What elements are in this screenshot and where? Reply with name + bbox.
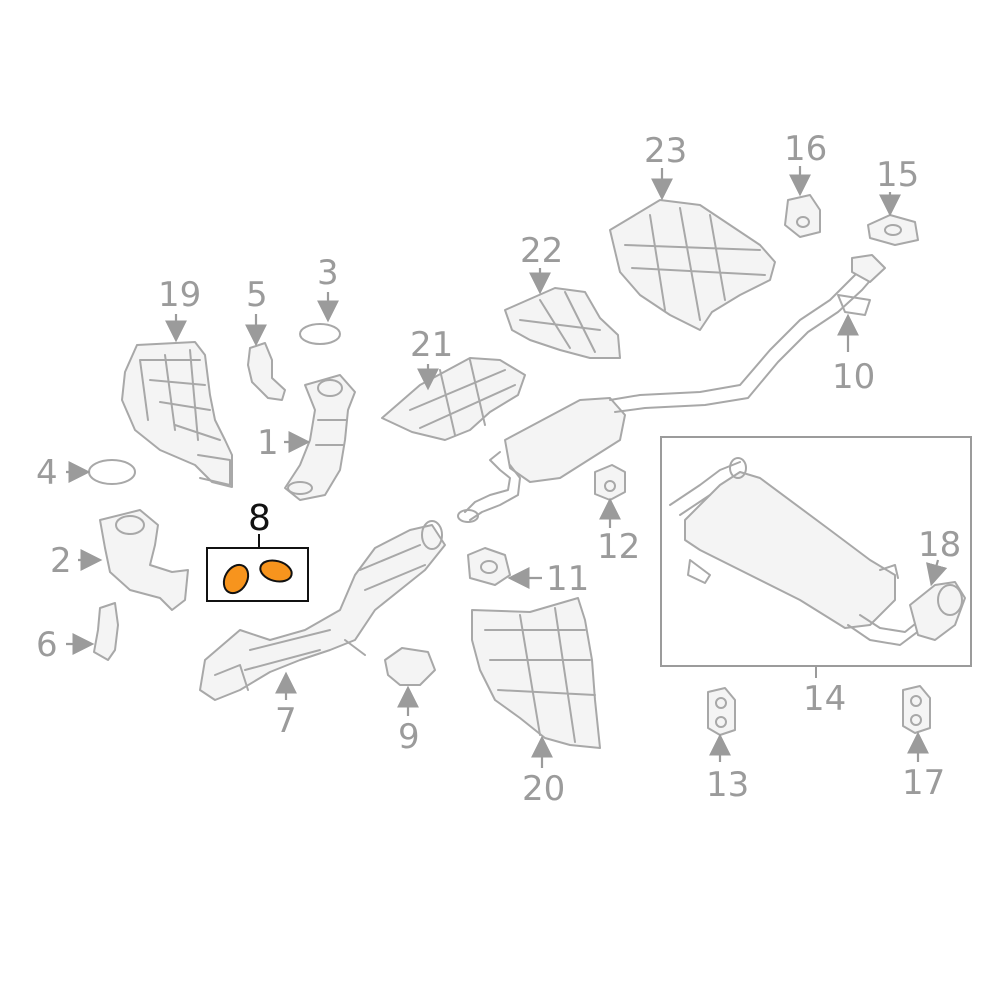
callout-7[interactable]: 7 xyxy=(275,701,297,741)
callout-13[interactable]: 13 xyxy=(706,765,749,805)
part-20-heat-shield[interactable] xyxy=(471,597,601,749)
callout-3[interactable]: 3 xyxy=(317,253,339,293)
leader-arrows xyxy=(66,166,948,768)
part-19-heat-shield[interactable] xyxy=(121,341,233,488)
callout-2[interactable]: 2 xyxy=(50,541,72,581)
callout-18[interactable]: 18 xyxy=(918,525,961,565)
callout-5[interactable]: 5 xyxy=(246,275,268,315)
part-9-bracket[interactable] xyxy=(384,647,436,686)
part-4-gasket[interactable] xyxy=(88,459,136,485)
callout-17[interactable]: 17 xyxy=(902,763,945,803)
part-22-heat-shield[interactable] xyxy=(504,287,621,359)
part-16-hanger[interactable] xyxy=(784,194,821,238)
part-18-tailpipe[interactable] xyxy=(909,581,966,641)
gasket-icon xyxy=(222,563,250,595)
part-14-group-box[interactable] xyxy=(660,436,972,678)
part-21-heat-shield[interactable] xyxy=(381,357,526,441)
callout-8[interactable]: 8 xyxy=(248,498,271,539)
part-8-gasket-set[interactable] xyxy=(206,534,309,602)
part-6-bracket[interactable] xyxy=(93,602,119,661)
part-10-bracket[interactable] xyxy=(837,254,886,316)
callout-10[interactable]: 10 xyxy=(832,357,875,397)
part-2-catalytic-converter[interactable] xyxy=(99,509,189,611)
callout-20[interactable]: 20 xyxy=(522,769,565,809)
center-pipe[interactable] xyxy=(457,261,876,523)
part-5-bracket[interactable] xyxy=(247,342,286,401)
callout-19[interactable]: 19 xyxy=(158,275,201,315)
callout-15[interactable]: 15 xyxy=(876,155,919,195)
part-13-hanger[interactable] xyxy=(707,687,736,736)
callout-14[interactable]: 14 xyxy=(803,679,846,719)
part-15-gasket[interactable] xyxy=(867,214,919,246)
part-7-front-pipe[interactable] xyxy=(199,520,446,701)
part-8-highlight-box xyxy=(206,547,309,602)
callout-23[interactable]: 23 xyxy=(644,131,687,171)
callout-1[interactable]: 1 xyxy=(257,423,279,463)
part-14-rear-muffler[interactable] xyxy=(669,457,921,646)
part-11-gasket[interactable] xyxy=(467,547,511,586)
callout-labels: 19 5 3 1 4 2 6 7 8 9 10 11 12 13 14 15 1… xyxy=(36,129,961,809)
callout-22[interactable]: 22 xyxy=(520,231,563,271)
part-3-gasket[interactable] xyxy=(299,323,341,345)
callout-21[interactable]: 21 xyxy=(410,325,453,365)
part-17-hanger[interactable] xyxy=(902,685,931,734)
part-23-heat-shield[interactable] xyxy=(609,199,776,331)
callout-12[interactable]: 12 xyxy=(597,527,640,567)
callout-9[interactable]: 9 xyxy=(398,717,420,757)
callout-4[interactable]: 4 xyxy=(36,453,58,493)
callout-16[interactable]: 16 xyxy=(784,129,827,169)
part-1-catalytic-converter[interactable] xyxy=(284,374,356,501)
callout-6[interactable]: 6 xyxy=(36,625,58,665)
callout-11[interactable]: 11 xyxy=(546,559,589,599)
part-12-hanger[interactable] xyxy=(594,464,626,501)
gasket-icon xyxy=(259,559,293,583)
